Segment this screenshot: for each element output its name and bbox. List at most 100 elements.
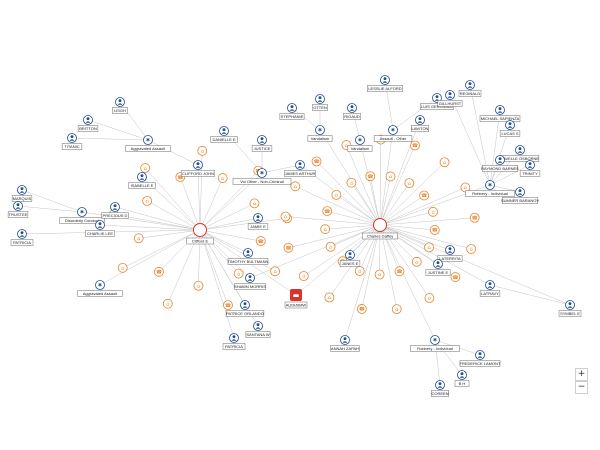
house-icon[interactable]: ⌂ xyxy=(374,269,385,280)
house-icon[interactable]: ⌂ xyxy=(428,206,438,217)
node-p_janes[interactable]: JANES E xyxy=(339,250,361,267)
node-o_robbery[interactable]: ✱Robbery - Individual xyxy=(465,180,515,197)
house-icon[interactable]: ⌂ xyxy=(162,298,173,309)
node-p_lesslie[interactable]: LESSLIE ALFORD xyxy=(367,75,403,92)
node-p_patricia2[interactable]: PATRICIA xyxy=(222,333,246,350)
phone-icon[interactable]: ☎ xyxy=(419,190,430,201)
house-icon[interactable]: ⌂ xyxy=(404,178,415,189)
node-p_laterrita[interactable]: LATERRITA xyxy=(437,245,463,262)
house-icon[interactable]: ⌂ xyxy=(385,171,396,182)
node-o_vandal2[interactable]: ✱Vandalism xyxy=(347,135,373,152)
node-car[interactable]: ▬AUDI/BMW xyxy=(284,289,308,309)
house-icon[interactable]: ⌂ xyxy=(424,242,434,253)
phone-icon[interactable]: ☎ xyxy=(394,266,405,277)
node-p_shawn[interactable]: SHAWN MORRIS xyxy=(234,273,266,290)
phone-icon[interactable]: ☎ xyxy=(450,272,461,282)
node-p_precious[interactable]: PRECIOUS D xyxy=(101,202,129,219)
house-icon[interactable]: ⌂ xyxy=(324,292,335,303)
zoom-in-button[interactable]: + xyxy=(575,368,588,381)
node-p_justice[interactable]: JUSTICE xyxy=(251,135,273,152)
house-icon[interactable]: ⌂ xyxy=(466,244,477,254)
phone-icon[interactable]: ☎ xyxy=(283,242,294,253)
house-icon[interactable]: ⌂ xyxy=(249,198,260,209)
node-p_charlie[interactable]: CHARLIE LEE xyxy=(85,220,115,237)
phone-icon[interactable]: ☎ xyxy=(410,140,420,151)
node-p_marquis[interactable]: MARQUIS xyxy=(11,185,33,202)
node-p_santana[interactable]: SANTANA W xyxy=(245,321,271,338)
house-icon[interactable]: ⌂ xyxy=(280,211,291,222)
house-icon[interactable]: ⌂ xyxy=(217,173,228,183)
phone-icon[interactable]: ☎ xyxy=(356,304,367,314)
house-icon[interactable]: ⌂ xyxy=(331,189,342,200)
phone-icon[interactable]: ☎ xyxy=(255,236,266,246)
node-p_justine[interactable]: JUSTINE E xyxy=(425,259,451,276)
node-p_symbel[interactable]: SYMBEL E xyxy=(558,300,582,317)
phone-icon[interactable]: ☎ xyxy=(223,300,233,310)
node-p_james[interactable]: JAMES ARTHUR xyxy=(284,160,316,177)
house-icon[interactable]: ⌂ xyxy=(325,241,336,252)
node-p_jamie[interactable]: JAMIE E xyxy=(247,213,269,230)
node-p_stephanie[interactable]: STEPHANIE xyxy=(279,103,305,120)
house-icon[interactable]: ⌂ xyxy=(424,293,435,303)
node-p_reginald[interactable]: REGINALD xyxy=(458,80,482,97)
phone-icon[interactable]: ☎ xyxy=(322,206,333,216)
phone-icon[interactable]: ☎ xyxy=(154,266,164,277)
node-o_assault[interactable]: ✱Assault - Other xyxy=(373,125,413,142)
node-p_annah[interactable]: ANNAH ZAPAH xyxy=(330,335,360,352)
house-icon[interactable]: ⌂ xyxy=(270,266,280,277)
house-icon[interactable]: ⌂ xyxy=(354,266,365,276)
node-p_danielle[interactable]: DANIELLE E xyxy=(210,126,238,143)
phone-icon[interactable]: ☎ xyxy=(311,156,322,167)
node-p_bh[interactable]: B H xyxy=(454,370,470,387)
node-p_sumner[interactable]: SUMNER BARANOV xyxy=(501,187,539,204)
node-o_dc[interactable]: ✱Disorderly Conduct xyxy=(59,207,105,224)
house-icon[interactable]: ⌂ xyxy=(320,224,331,235)
phone-icon[interactable]: ☎ xyxy=(469,212,480,223)
node-h1[interactable]: Clifford E xyxy=(186,223,214,245)
node-p_lawton[interactable]: LAWTON xyxy=(411,115,429,132)
node-p_timothy[interactable]: TIMOTHY BULTMANN xyxy=(228,248,269,265)
phone-icon[interactable]: ☎ xyxy=(429,225,440,235)
node-p_latravy[interactable]: LATRAVY xyxy=(479,280,501,297)
house-icon[interactable]: ⌂ xyxy=(233,268,244,279)
house-icon[interactable]: ⌂ xyxy=(346,177,357,188)
node-p_titanic[interactable]: TITANIC xyxy=(61,133,83,150)
node-p_trustee[interactable]: TRUSTEE xyxy=(7,201,29,218)
node-p_leigh[interactable]: LEIGH xyxy=(112,97,128,114)
node-o_vandal[interactable]: ✱Vandalism xyxy=(307,125,333,142)
node-p_coreen[interactable]: COREEN xyxy=(431,380,449,397)
node-h2[interactable]: Charles Gaffey xyxy=(362,218,398,240)
phone-icon[interactable]: ☎ xyxy=(365,171,376,182)
house-icon[interactable]: ⌂ xyxy=(290,181,301,192)
node-p_lucas[interactable]: LUCAS S xyxy=(499,120,521,137)
node-p_lavelle[interactable]: LAVELLE OSBORNE xyxy=(500,145,539,162)
node-o_otc[interactable]: ✱Vol Other - Non-Criminal xyxy=(232,168,292,185)
node-p_rigaud[interactable]: RIGAUD xyxy=(343,103,361,120)
node-p_gillhurst[interactable]: GILLHURST xyxy=(437,90,463,107)
node-p_raymond[interactable]: RAYMOND BARNES xyxy=(481,155,519,172)
house-icon[interactable]: ⌂ xyxy=(142,195,153,206)
house-icon[interactable]: ⌂ xyxy=(133,233,144,244)
node-a_agg2[interactable]: ✱Aggravated Assault xyxy=(77,280,123,297)
node-p_clifford2[interactable]: CLIFFORD JOHN xyxy=(181,160,215,177)
house-icon[interactable]: ⌂ xyxy=(298,271,309,281)
house-icon[interactable]: ⌂ xyxy=(197,145,208,156)
zoom-out-button[interactable]: − xyxy=(575,381,588,394)
house-icon[interactable]: ⌂ xyxy=(391,304,402,315)
node-p_trinity[interactable]: TRINITY xyxy=(519,160,541,177)
node-p_patricia[interactable]: PATRICIA xyxy=(10,229,34,246)
node-p_britton[interactable]: BRITTON xyxy=(77,115,99,132)
house-icon[interactable]: ⌂ xyxy=(140,163,151,173)
node-p_isabelle[interactable]: ISABELLE E xyxy=(128,172,156,189)
node-o_robbery2[interactable]: ✱Robbery - Individual xyxy=(410,335,460,352)
node-p_patrice[interactable]: PATRICE ORLANDO xyxy=(225,300,265,317)
house-icon[interactable]: ⌂ xyxy=(411,256,422,267)
house-icon[interactable]: ⌂ xyxy=(117,262,128,273)
node-a_agg1[interactable]: ✱Aggravated Assault xyxy=(125,135,171,152)
house-icon[interactable]: ⌂ xyxy=(439,157,450,168)
node-p_frederick[interactable]: FREDERICK LAMONT xyxy=(460,350,501,367)
house-icon[interactable]: ⌂ xyxy=(193,280,204,291)
node-p_michael[interactable]: MICHAEL SAPIENZA xyxy=(479,105,521,122)
node-p_otten[interactable]: OTTEN xyxy=(312,94,328,111)
